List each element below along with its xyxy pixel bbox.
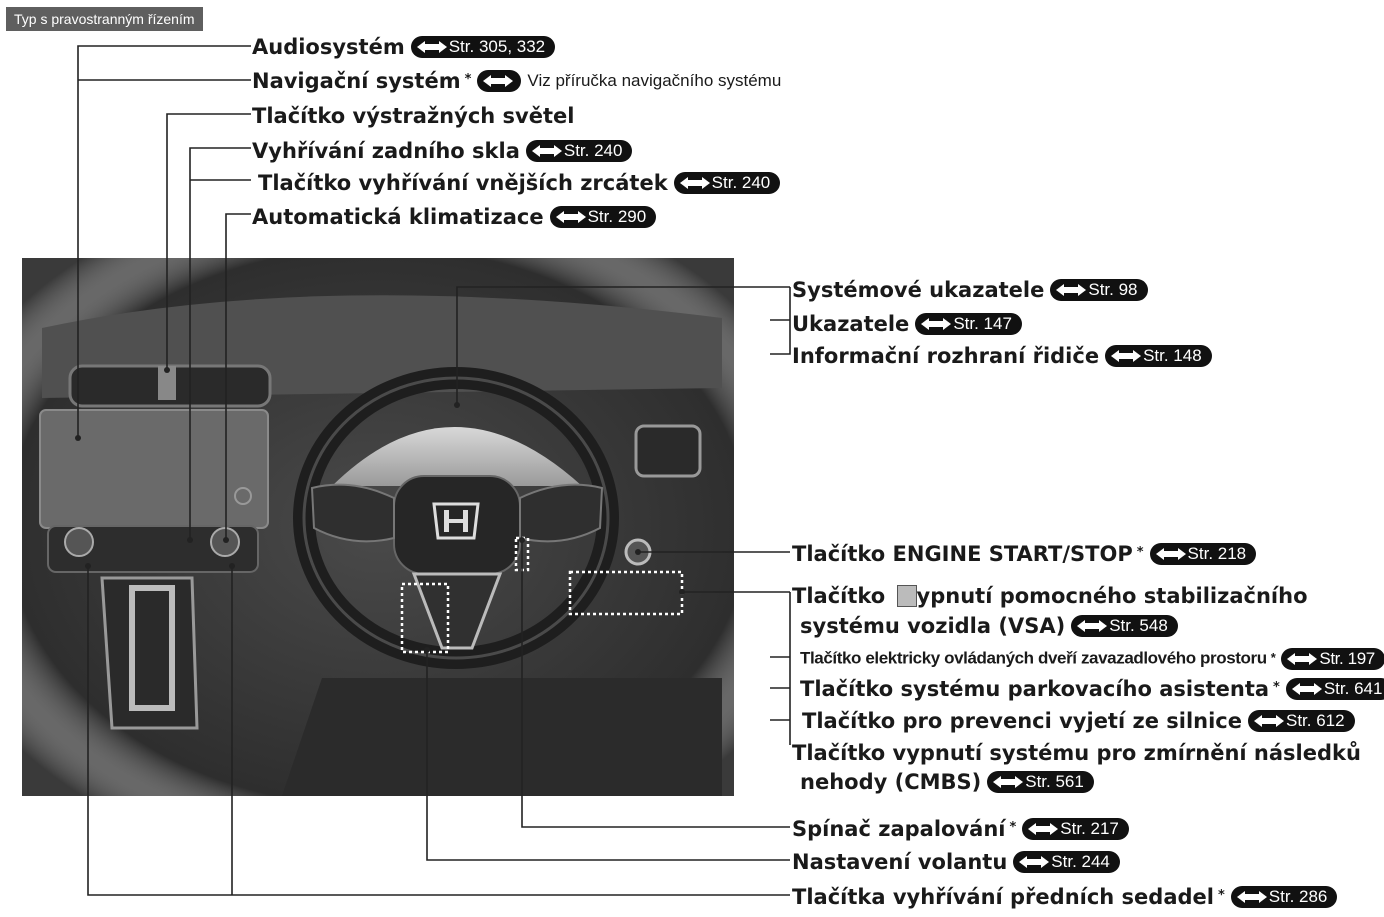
- arrow-icon: [1287, 652, 1318, 665]
- arrow-icon: [1291, 683, 1322, 695]
- label-hazard-button: Tlačítko výstražných světel: [252, 104, 575, 128]
- arrow-icon: [1028, 823, 1059, 835]
- label-vsa-off: Tlačítko ypnutí pomocného stabilizačního: [792, 584, 1308, 608]
- arrow-icon: [531, 145, 562, 157]
- vsa-off-icon: [896, 585, 917, 607]
- arrow-icon: [1111, 350, 1142, 362]
- page-ref-audio[interactable]: Str. 305, 332: [410, 36, 556, 58]
- page-ref-vsa[interactable]: Str. 548: [1071, 615, 1178, 637]
- honda-logo: [432, 502, 480, 540]
- page-ref-climate[interactable]: Str. 290: [549, 206, 657, 228]
- page-ref-cmbs[interactable]: Str. 561: [987, 771, 1094, 793]
- arrow-icon: [483, 75, 514, 87]
- label-engine-start-stop: Tlačítko ENGINE START/STOP*Str. 218: [792, 539, 1257, 568]
- page-ref-parking[interactable]: Str. 641: [1285, 678, 1384, 700]
- dashboard-photo: [22, 258, 734, 796]
- arrow-icon: [1019, 856, 1050, 868]
- label-parking-sensor: Tlačítko systému parkovacího asistenta*S…: [800, 674, 1384, 703]
- page-ref-road-departure[interactable]: Str. 612: [1248, 710, 1355, 732]
- arrow-icon: [921, 318, 952, 330]
- label-ignition-switch: Spínač zapalování*Str. 217: [792, 814, 1129, 843]
- page-ref-engine-start[interactable]: Str. 218: [1149, 543, 1257, 565]
- page-ref-ignition[interactable]: Str. 217: [1022, 818, 1129, 840]
- arrow-icon: [679, 177, 710, 189]
- label-seat-heater: Tlačítka vyhřívání předních sedadel*Str.…: [792, 882, 1338, 911]
- page-ref-tailgate[interactable]: Str. 197: [1281, 647, 1384, 670]
- page-ref-seat-heater[interactable]: Str. 286: [1230, 886, 1338, 908]
- page-ref-indicators[interactable]: Str. 98: [1050, 279, 1148, 301]
- arrow-icon: [1236, 891, 1267, 903]
- page-ref-rear-defroster[interactable]: Str. 240: [525, 140, 633, 162]
- arrow-icon: [1056, 284, 1087, 296]
- page-ref-mirror-heater[interactable]: Str. 240: [673, 172, 781, 194]
- arrow-icon: [1254, 715, 1284, 727]
- page-ref-dii[interactable]: Str. 148: [1105, 345, 1212, 367]
- label-vsa-off-line2: systému vozidla (VSA)Str. 548: [800, 611, 1178, 640]
- layout-type-tag: Typ s pravostranným řízením: [6, 7, 203, 31]
- arrow-icon: [555, 211, 586, 223]
- label-cmbs-off-line2: nehody (CMBS)Str. 561: [800, 767, 1094, 796]
- arrow-icon: [416, 41, 447, 53]
- arrow-icon: [993, 776, 1024, 788]
- label-navigation-system: Navigační systém*Viz příručka navigačníh…: [252, 69, 782, 93]
- label-power-tailgate: Tlačítko elektricky ovládaných dveří zav…: [800, 644, 1384, 673]
- page-ref-navigation[interactable]: [477, 70, 522, 92]
- arrow-icon: [1077, 620, 1108, 632]
- arrow-icon: [1155, 548, 1186, 560]
- page-ref-gauges[interactable]: Str. 147: [915, 313, 1022, 335]
- page-ref-steering[interactable]: Str. 244: [1013, 851, 1120, 873]
- label-cmbs-off: Tlačítko vypnutí systému pro zmírnění ná…: [792, 741, 1361, 765]
